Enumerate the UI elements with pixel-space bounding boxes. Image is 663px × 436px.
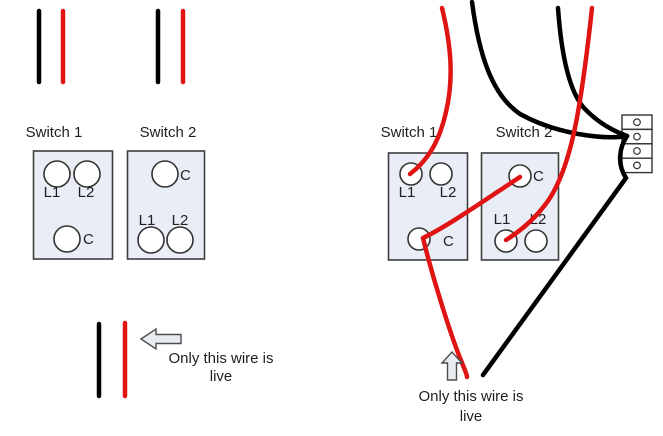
left-switch1-label-l2: L2 bbox=[78, 184, 95, 201]
right-switch1-label-l1: L1 bbox=[399, 184, 416, 201]
right-switch1-label-l2: L2 bbox=[440, 184, 457, 201]
connector-screw-4 bbox=[633, 161, 641, 170]
connector-screw-1 bbox=[633, 118, 641, 127]
right-red-wire-to-switch2-l1 bbox=[503, 5, 595, 243]
left-switch1-terminal-l1 bbox=[43, 160, 71, 188]
left-switch2-label-l1: L1 bbox=[139, 212, 156, 229]
right-switch2-title: Switch 2 bbox=[496, 124, 553, 141]
left-switch1-label-c: C bbox=[83, 231, 94, 248]
right-switch2-label-c: C bbox=[533, 168, 544, 185]
right-switch1-title: Switch 1 bbox=[381, 124, 438, 141]
right-black-wire-block-to-bottom bbox=[480, 133, 630, 378]
left-switch2-terminal-c bbox=[151, 160, 179, 188]
right-switch2-label-l1: L1 bbox=[494, 211, 511, 228]
left-switch1-label-l1: L1 bbox=[44, 184, 61, 201]
left-switch2-label-l2: L2 bbox=[172, 212, 189, 229]
right-switch2-terminal-l2 bbox=[524, 229, 548, 253]
left-diagram: Switch 1 Switch 2 L1 L2 C C L1 L2 Only t… bbox=[26, 8, 274, 399]
left-switch2-label-c: C bbox=[180, 167, 191, 184]
up-arrow-icon bbox=[440, 350, 464, 381]
left-switch2-title: Switch 2 bbox=[140, 124, 197, 141]
left-switch1-title: Switch 1 bbox=[26, 124, 83, 141]
left-note-line1: Only this wire is bbox=[168, 350, 273, 367]
left-arrow-icon bbox=[139, 327, 182, 351]
left-switch1-terminal-c bbox=[53, 225, 81, 253]
right-switch1-terminal-l2 bbox=[429, 162, 453, 186]
left-note-line2: live bbox=[210, 368, 233, 385]
right-red-live-wire-down bbox=[420, 235, 470, 380]
right-black-wire-return-to-block bbox=[555, 5, 630, 139]
right-note-line2: live bbox=[460, 408, 483, 425]
right-diagram: Switch 1 Switch 2 L1 L2 C C L1 L2 bbox=[381, 0, 653, 425]
left-switch2-terminal-l2 bbox=[166, 226, 194, 254]
connector-block bbox=[621, 114, 653, 174]
right-red-wire-switch1c-to-switch2c bbox=[420, 174, 523, 241]
right-black-wire-feed-to-block bbox=[469, 0, 630, 140]
right-note-line1: Only this wire is bbox=[418, 388, 523, 405]
right-red-wire-to-switch1-l1 bbox=[407, 5, 453, 177]
right-switch1-label-c: C bbox=[443, 233, 454, 250]
left-switch1-terminal-l2 bbox=[73, 160, 101, 188]
connector-screw-2 bbox=[633, 132, 641, 141]
left-switch2-terminal-l1 bbox=[137, 226, 165, 254]
connector-screw-3 bbox=[633, 147, 641, 155]
